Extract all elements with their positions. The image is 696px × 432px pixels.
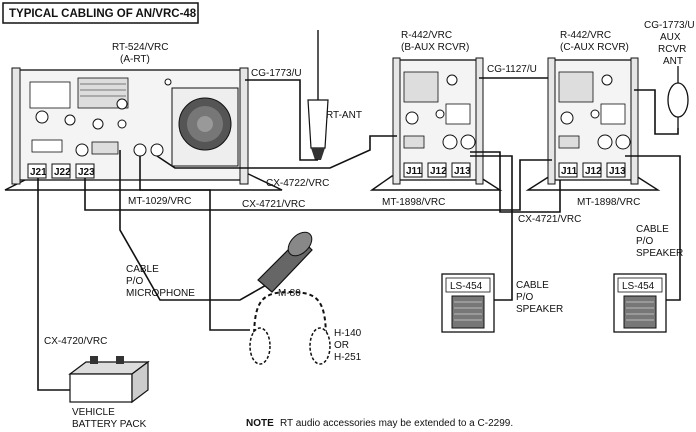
ls454-c-speaker: LS-454 [613, 273, 667, 333]
ls454-c-label: LS-454 [622, 281, 655, 292]
mt1898-b-label: MT-1898/VRC [382, 197, 445, 208]
aux-ant-label-2: AUX [660, 32, 681, 43]
cable-spk-c-3: SPEAKER [636, 248, 683, 259]
cx4721-top-label: CX-4721/VRC [242, 199, 305, 210]
headset-label-3: H-251 [334, 352, 362, 363]
aux-ant-label-1: CG-1773/U [644, 20, 695, 31]
r442-c-sublabel: (C-AUX RCVR) [560, 42, 629, 53]
rt-jack-j23: J23 [78, 167, 95, 178]
cg1127-label: CG-1127/U [487, 64, 537, 75]
cx4722-label: CX-4722/VRC [266, 178, 329, 189]
note-text: RT audio accessories may be extended to … [280, 418, 513, 429]
m80-microphone: M-80 [257, 231, 313, 299]
c-jack-j13: J13 [609, 166, 626, 177]
mt1898-c-label: MT-1898/VRC [577, 197, 640, 208]
cable-mic-2: P/O [126, 276, 143, 287]
cable-spk-c-1: CABLE [636, 224, 669, 235]
rt-jack-j21: J21 [30, 167, 47, 178]
cable-spk-c-2: P/O [636, 236, 653, 247]
cx4721-right-label: CX-4721/VRC [518, 214, 581, 225]
cables: CG-1773/U CG-1127/U CX-4722/VRC CX-4721/… [37, 64, 683, 391]
b-jack-j11: J11 [406, 166, 423, 177]
headset-label-2: OR [334, 340, 349, 351]
m80-label: M-80 [278, 288, 301, 299]
r442-c-unit: J11 J12 J13 R-442/VRC (C-AUX RCVR) [525, 30, 661, 191]
rt524-label: RT-524/VRC [112, 42, 169, 53]
diagram-title: TYPICAL CABLING OF AN/VRC-48 [9, 8, 197, 20]
cable-mic-1: CABLE [126, 264, 159, 275]
aux-antenna: CG-1773/U AUX RCVR ANT [644, 20, 695, 128]
r442-b-sublabel: (B-AUX RCVR) [401, 42, 469, 53]
rt524-unit: J21 J22 J23 RT-524/VRC (A-RT) [4, 42, 283, 191]
r442-c-label: R-442/VRC [560, 30, 611, 41]
c-jack-j12: J12 [585, 166, 602, 177]
c-jack-j11: J11 [561, 166, 578, 177]
battery-label-2: BATTERY PACK [72, 419, 147, 430]
b-jack-j12: J12 [430, 166, 447, 177]
cg1773-rt-label: CG-1773/U [251, 68, 302, 79]
aux-ant-label-4: ANT [663, 56, 683, 67]
cable-spk-b-1: CABLE [516, 280, 549, 291]
note-label: NOTE [246, 418, 274, 429]
note: NOTE RT audio accessories may be extende… [246, 418, 513, 429]
battery-label-1: VEHICLE [72, 407, 115, 418]
headset: H-140 OR H-251 [249, 290, 362, 365]
mt1029-label: MT-1029/VRC [128, 196, 191, 207]
r442-b-label: R-442/VRC [401, 30, 452, 41]
cable-mic-3: MICROPHONE [126, 288, 195, 299]
ls454-b-speaker: LS-454 [441, 273, 495, 333]
b-jack-j13: J13 [454, 166, 471, 177]
vehicle-battery-pack: VEHICLE BATTERY PACK [68, 356, 150, 430]
cable-spk-b-3: SPEAKER [516, 304, 563, 315]
r442-b-unit: J11 J12 J13 R-442/VRC (B-AUX RCVR) [369, 30, 503, 191]
aux-ant-label-3: RCVR [658, 44, 686, 55]
title-box: TYPICAL CABLING OF AN/VRC-48 [2, 2, 199, 24]
ls454-b-label: LS-454 [450, 281, 483, 292]
rt-antenna: RT-ANT [307, 30, 362, 160]
rt-ant-label: RT-ANT [326, 110, 362, 121]
headset-label-1: H-140 [334, 328, 362, 339]
rt524-sublabel: (A-RT) [120, 54, 150, 65]
cable-spk-b-2: P/O [516, 292, 533, 303]
rt-jack-j22: J22 [54, 167, 71, 178]
cx4720-label: CX-4720/VRC [44, 336, 107, 347]
